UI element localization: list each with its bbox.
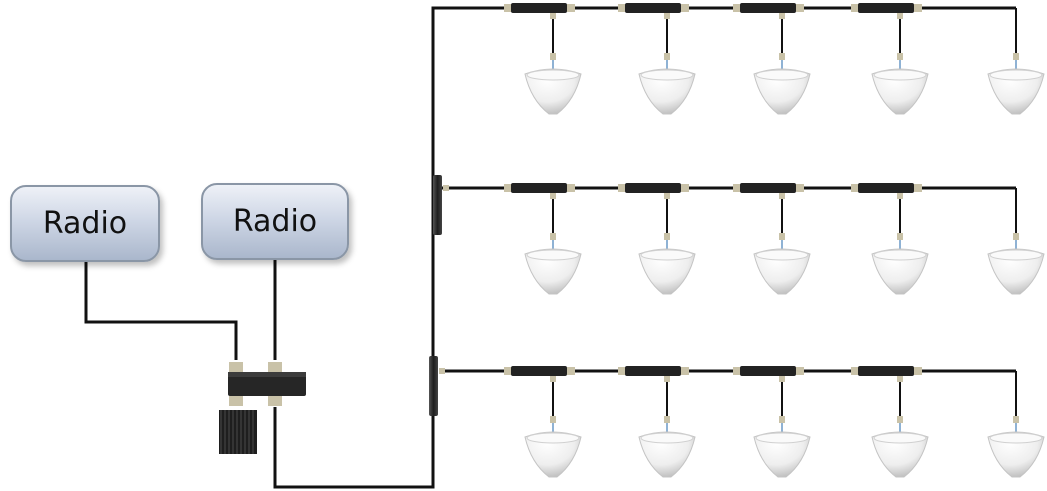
- tap-coupler-icon: [733, 183, 804, 199]
- ceiling-dome-antenna-icon: [733, 183, 811, 295]
- tap-coupler-icon: [851, 3, 922, 19]
- antenna-row: [498, 3, 1045, 115]
- ceiling-dome-antenna-icon: [504, 366, 582, 478]
- ceiling-dome-antenna-icon: [851, 3, 929, 115]
- tap-coupler-icon: [851, 183, 922, 199]
- ceiling-dome-antenna-icon: [618, 3, 696, 115]
- ceiling-dome-antenna-icon: [851, 366, 929, 478]
- ceiling-dome-antenna-icon: [504, 3, 582, 115]
- power-splitter-upper: [433, 175, 449, 235]
- ceiling-dome-antenna-icon: [987, 233, 1045, 295]
- ceiling-dome-antenna-icon: [618, 183, 696, 295]
- tap-coupler-icon: [504, 183, 575, 199]
- ceiling-dome-antenna-icon: [851, 183, 929, 295]
- radio-2-box: Radio: [201, 183, 349, 260]
- hybrid-combiner: [228, 362, 306, 406]
- radio-1-cable: [84, 262, 238, 360]
- tap-coupler-icon: [618, 366, 689, 382]
- radio-1-label: Radio: [42, 206, 128, 241]
- ceiling-dome-antenna-icon: [733, 366, 811, 478]
- radio-2-label: Radio: [232, 204, 318, 239]
- load-heatsink-icon: [219, 410, 257, 454]
- tap-coupler-icon: [618, 183, 689, 199]
- radio-1-box: Radio: [10, 185, 160, 262]
- antenna-row: [498, 183, 1045, 295]
- tap-coupler-icon: [504, 366, 575, 382]
- antenna-rows: [498, 3, 1045, 478]
- trunk-cable: [273, 6, 500, 489]
- power-splitter-lower: [429, 356, 445, 416]
- ceiling-dome-antenna-icon: [987, 53, 1045, 115]
- ceiling-dome-antenna-icon: [987, 416, 1045, 478]
- tap-coupler-icon: [851, 366, 922, 382]
- ceiling-dome-antenna-icon: [733, 3, 811, 115]
- ceiling-dome-antenna-icon: [618, 366, 696, 478]
- ceiling-dome-antenna-icon: [504, 183, 582, 295]
- tap-coupler-icon: [618, 3, 689, 19]
- tap-coupler-icon: [733, 3, 804, 19]
- tap-coupler-icon: [733, 366, 804, 382]
- antenna-row: [498, 366, 1045, 478]
- tap-coupler-icon: [504, 3, 575, 19]
